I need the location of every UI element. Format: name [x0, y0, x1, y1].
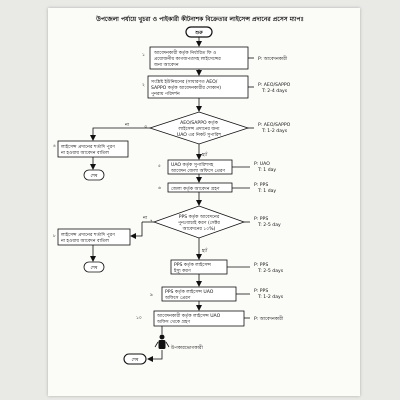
step-number-6: ৬	[158, 186, 161, 191]
side-note-4-person: P: UAO	[254, 161, 270, 167]
reject-box-2	[57, 228, 131, 246]
side-note-2-time: T: 2-4 days	[261, 88, 288, 94]
arrow-person-end	[147, 350, 163, 362]
process-send-uao-line2: অফিসে প্রেরণ	[164, 295, 192, 301]
reject-1-line2: না হওয়ায় আবেদন বাতিল	[60, 150, 110, 156]
side-note-9-person: P: আবেদনকারী	[254, 315, 284, 322]
step-number-4: ৪	[53, 144, 56, 149]
decision-recommendation-line3: UAO এর নিকট সুপারিশ	[177, 131, 223, 138]
side-note-6-time: T: 2-5 day	[257, 222, 281, 228]
process-inspection-line2: SAPPO কর্তৃক আবেদনকারীর দোকান)	[151, 84, 221, 91]
reject-1-line1: লাইসেন্স প্রদানের শর্তাদি পুরণ	[60, 143, 116, 150]
step-number-9: ৯	[150, 293, 153, 298]
side-note-6-person: P: PPS	[254, 216, 268, 222]
decision-reverify-line1: PPS কর্তৃক আবেদনের	[179, 213, 220, 220]
decision-recommendation-line2: লাইসেন্স প্রদানের জন্য	[177, 126, 220, 132]
process-inspection-line1: সংশ্লিষ্ট ইউনিয়নের (সাধারণত AEO/	[150, 78, 218, 85]
side-note-3-person: P: AEO/SAPPO	[258, 122, 291, 128]
process-forward-line1: UAO কর্তৃক সুপারিশসহ	[171, 161, 214, 168]
step-number-2: ২	[142, 83, 145, 88]
decision-reverify-line3: আবেদনের ১০%)	[182, 226, 216, 232]
process-box-district-receive	[167, 182, 233, 193]
process-application-line1: আবেদনকারী কর্তৃক নির্ধারিত ফি ও	[153, 49, 217, 56]
decision-2-no-label: না	[142, 216, 148, 221]
end-1-label: শেষ	[90, 173, 98, 179]
end-terminator-1	[83, 169, 105, 181]
step-number-10: ১০	[136, 316, 142, 321]
process-box-applicant-receive	[153, 310, 245, 327]
end-2-label: শেষ	[90, 265, 98, 271]
process-district-receive-label: জেলা কর্তৃক আবেদন গ্রহণ	[171, 185, 221, 192]
side-note-7-person: P: PPS	[254, 262, 268, 268]
arrow-d2-no	[130, 222, 143, 239]
scanned-page	[48, 8, 360, 396]
process-application-line3: জন্য আবেদন	[153, 62, 180, 68]
reject-2-line1: লাইসেন্স প্রদানের শর্তাদি পুরণ	[60, 231, 116, 238]
step-number-8: ৮	[53, 234, 56, 239]
process-application-line2: প্রয়োজনীয় কাগজপত্রসহ লাইসেন্সের	[154, 55, 221, 62]
beneficiary-person-icon	[154, 334, 170, 349]
step-number-7: ৭	[150, 219, 153, 224]
decision-1-yes-label: হ্যাঁ	[201, 151, 208, 158]
decision-2-yes-label: হ্যাঁ	[201, 247, 208, 254]
process-inspection-line3: পুনরায় পরিদর্শন	[151, 90, 181, 97]
side-note-5-time: T: 1 day	[257, 188, 276, 194]
arrow-d1-no	[90, 127, 150, 141]
chart-title: উপজেলা পর্যায়ে খুচরা ও পাইকারী কীটনাশক …	[95, 14, 304, 24]
side-note-3-time: T: 1-2 days	[261, 128, 288, 134]
start-label: শুরু	[194, 30, 204, 36]
side-note-1-person: P: আবেদনকারী	[258, 55, 288, 62]
reject-2-line2: না হওয়ায় আবেদন বাতিল	[60, 238, 110, 244]
process-issue-line1: PPS কর্তৃক লাইসেন্স	[174, 261, 211, 268]
end-terminator-2	[83, 261, 105, 273]
step-number-3: ৩	[144, 125, 147, 130]
side-note-2-person: P: AEO/SAPPO	[258, 82, 291, 88]
side-note-4-time: T: 1 day	[257, 167, 276, 173]
process-applicant-receive-line2: অফিস থেকে গ্রহণ	[156, 319, 191, 325]
end-terminator-3	[123, 353, 147, 365]
beneficiary-label: উপকারভোগকারী	[170, 344, 203, 351]
step-number-1: ১	[142, 53, 145, 58]
process-issue-line2: ইস্যু করণ	[173, 268, 192, 274]
side-note-5-person: P: PPS	[254, 182, 268, 188]
process-applicant-receive-line1: আবেদনকারী কর্তৃক লাইসেন্স UAO	[156, 312, 221, 319]
decision-reverify-line2: পুনঃযাচাই করণ (সেক্টর	[178, 220, 220, 226]
decision-1-no-label: না	[124, 123, 130, 128]
process-send-uao-line1: PPS কর্তৃক লাইসেন্স UAO	[165, 288, 214, 295]
end-3-label: শেষ	[131, 357, 139, 363]
side-note-8-time: T: 1-2 days	[257, 294, 284, 300]
step-number-5: ৫	[158, 164, 161, 169]
side-note-8-person: P: PPS	[254, 288, 268, 294]
process-forward-line2: আবেদন জেলা অফিসে প্রেরণ	[170, 168, 226, 174]
decision-recommendation-line1: AEO/SAPPO কর্তৃক	[180, 119, 219, 126]
side-note-7-time: T: 2-5 days	[257, 268, 284, 274]
